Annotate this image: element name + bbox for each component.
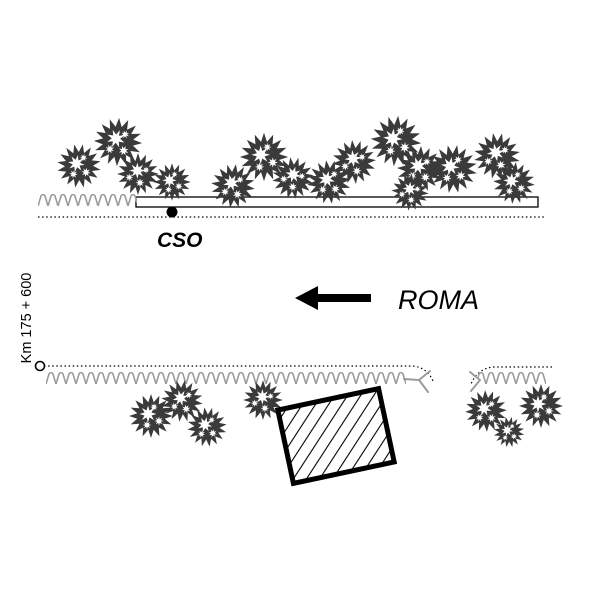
km-marker-point <box>34 360 46 372</box>
building-outline <box>274 385 398 487</box>
tree-icon <box>519 384 563 428</box>
tree-icon <box>53 140 105 192</box>
cso-label: CSO <box>157 229 203 252</box>
hedge-end-fork-right <box>469 371 481 392</box>
top-road-wall <box>135 196 539 208</box>
bottom-hedge-row-right <box>478 372 546 384</box>
building-footprint <box>274 385 398 487</box>
tree-icon <box>153 163 191 201</box>
hedge-end-fork-left <box>403 370 431 393</box>
top-hedge-row <box>38 194 137 206</box>
left-arrow-icon <box>295 286 371 310</box>
roma-label: ROMA <box>398 285 479 315</box>
km-label: Km 175 + 600 <box>19 273 35 364</box>
cso-point <box>166 206 178 218</box>
bottom-hedge-row-left <box>46 372 406 384</box>
bottom-road-dotted-edge-right <box>470 366 552 385</box>
